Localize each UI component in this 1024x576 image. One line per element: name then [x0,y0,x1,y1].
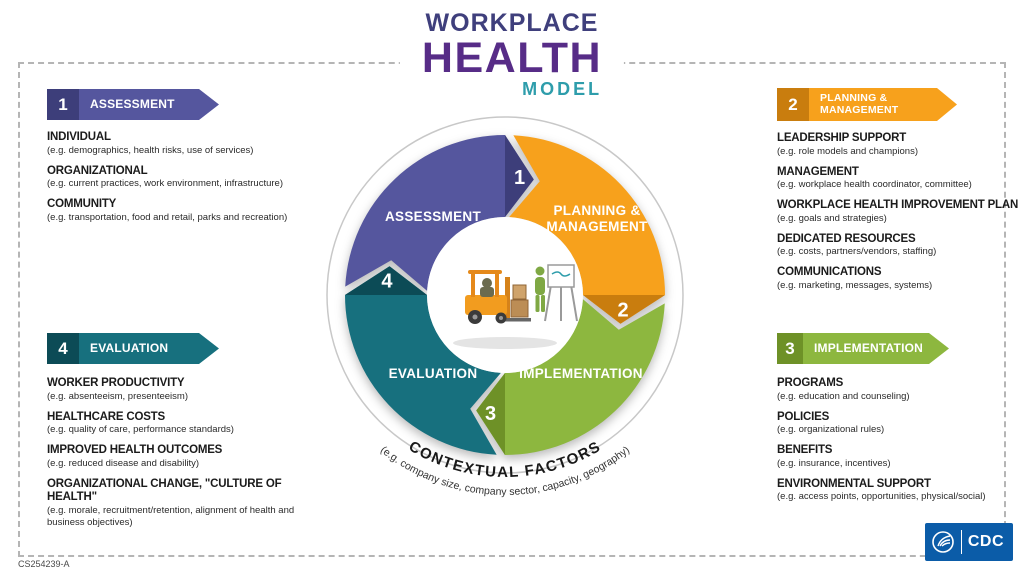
forklift-icon [465,270,531,324]
assessment-banner-label: ASSESSMENT [79,89,219,120]
list-item: ORGANIZATIONAL CHANGE, "CULTURE OF HEALT… [47,478,309,529]
item-detail: (e.g. costs, partners/vendors, staffing) [777,246,937,257]
workplace-illustration [427,217,583,373]
wheel-number-planning: 2 [618,300,629,322]
implementation-banner-label: IMPLEMENTATION [803,333,949,364]
item-detail: (e.g. absenteeism, presenteeism) [47,390,188,402]
evaluation-banner-label: EVALUATION [79,333,219,364]
planning-banner: 2 PLANNING & MANAGEMENT [777,88,957,121]
item-heading: PROGRAMS [777,377,844,389]
planning-list: LEADERSHIP SUPPORT (e.g. role models and… [777,132,1019,300]
wheel-label-planning: PLANNING & [554,203,641,218]
wheel-label-evaluation: EVALUATION [389,366,478,381]
item-detail: (e.g. role models and champions) [777,145,918,157]
item-heading: LEADERSHIP SUPPORT [777,132,907,144]
item-heading: COMMUNITY [47,198,117,210]
list-item: MANAGEMENT (e.g. workplace health coordi… [777,166,1019,192]
list-item: IMPROVED HEALTH OUTCOMES (e.g. reduced d… [47,444,309,470]
item-detail: (e.g. workplace health coordinator, comm… [777,179,972,190]
planning-banner-label: PLANNING & MANAGEMENT [809,88,957,121]
list-item: LEADERSHIP SUPPORT (e.g. role models and… [777,132,1019,158]
page-title: WORKPLACE HEALTH MODEL [399,9,625,100]
item-detail: (e.g. morale, recruitment/retention, ali… [47,504,295,528]
person-icon [535,266,545,312]
list-item: BENEFITS (e.g. insurance, incentives) [777,444,1019,470]
item-heading: ORGANIZATIONAL CHANGE, "CULTURE OF HEALT… [47,477,282,504]
item-detail: (e.g. insurance, incentives) [777,457,891,469]
item-detail: (e.g. reduced disease and disability) [47,457,200,469]
item-detail: (e.g. transportation, food and retail, p… [47,211,288,223]
easel-icon [544,264,578,322]
list-item: HEALTHCARE COSTS (e.g. quality of care, … [47,411,309,437]
item-heading: ENVIRONMENTAL SUPPORT [777,477,931,490]
item-heading: HEALTHCARE COSTS [47,410,165,423]
wheel-segment-evaluation [345,266,501,455]
item-detail: (e.g. access points, opportunities, phys… [777,491,986,502]
item-detail: (e.g. education and counseling) [777,390,910,402]
outer-ring [326,116,684,474]
wheel-number-implementation: 3 [485,403,496,425]
list-item: WORKER PRODUCTIVITY (e.g. absenteeism, p… [47,377,309,403]
list-item: ENVIRONMENTAL SUPPORT (e.g. access point… [777,478,1019,504]
item-heading: MANAGEMENT [777,165,859,178]
document-code: CS254239-A [18,559,70,569]
list-item: COMMUNITY (e.g. transportation, food and… [47,198,297,224]
list-item: COMMUNICATIONS (e.g. marketing, messages… [777,266,1019,292]
title-workplace: WORKPLACE [425,9,599,37]
wheel-segment-planning [509,135,665,324]
item-heading: INDIVIDUAL [47,131,111,143]
wheel-segment-tip-implementation [476,373,505,455]
item-detail: (e.g. organizational rules) [777,424,885,435]
hhs-eagle-icon [932,531,954,553]
wheel-segment-tip-planning [583,295,665,324]
item-detail: (e.g. quality of care, performance stand… [47,424,234,435]
item-heading: COMMUNICATIONS [777,266,882,278]
item-detail: (e.g. current practices, work environmen… [47,178,284,189]
wheel-number-evaluation: 4 [381,271,393,293]
item-detail: (e.g. demographics, health risks, use of… [47,144,254,156]
wheel-number-assessment: 1 [514,167,525,189]
wheel-label-implementation: IMPLEMENTATION [519,366,643,381]
wheel-segment-tip-assessment [505,135,534,217]
item-heading: ORGANIZATIONAL [47,164,148,177]
item-heading: BENEFITS [777,444,833,456]
wheel-segment-tip-evaluation [345,266,427,295]
title-model: MODEL [522,79,603,99]
item-heading: DEDICATED RESOURCES [777,232,916,245]
wheel-segment-assessment [345,135,534,291]
assessment-banner-number: 1 [47,89,79,120]
wheel-label-planning: MANAGEMENT [546,219,648,234]
item-heading: IMPROVED HEALTH OUTCOMES [47,444,223,456]
list-item: PROGRAMS (e.g. education and counseling) [777,377,1019,403]
list-item: WORKPLACE HEALTH IMPROVEMENT PLAN (e.g. … [777,199,1019,225]
wheel-segments [345,135,665,455]
wheel-label-assessment: ASSESSMENT [385,209,481,224]
evaluation-banner: 4 EVALUATION [47,333,219,364]
implementation-list: PROGRAMS (e.g. education and counseling)… [777,377,1019,511]
cdc-logo: CDC [924,523,1013,561]
list-item: POLICIES (e.g. organizational rules) [777,411,1019,437]
cdc-logo-text: CDC [967,533,1004,550]
item-heading: WORKER PRODUCTIVITY [47,377,185,389]
list-item: INDIVIDUAL (e.g. demographics, health ri… [47,131,297,157]
item-heading: WORKPLACE HEALTH IMPROVEMENT PLAN [777,199,1019,211]
implementation-banner: 3 IMPLEMENTATION [777,333,949,364]
logo-divider [960,530,962,554]
title-health: HEALTH [421,34,603,82]
evaluation-banner-number: 4 [47,333,79,364]
item-detail: (e.g. marketing, messages, systems) [777,279,933,291]
list-item: ORGANIZATIONAL (e.g. current practices, … [47,165,297,191]
list-item: DEDICATED RESOURCES (e.g. costs, partner… [777,233,1019,259]
assessment-banner: 1 ASSESSMENT [47,89,219,120]
wheel-segment-implementation [476,299,665,455]
implementation-banner-number: 3 [777,333,803,364]
assessment-list: INDIVIDUAL (e.g. demographics, health ri… [47,131,297,232]
item-detail: (e.g. goals and strategies) [777,212,887,224]
planning-banner-number: 2 [777,88,809,121]
item-heading: POLICIES [777,410,830,423]
evaluation-list: WORKER PRODUCTIVITY (e.g. absenteeism, p… [47,377,309,537]
